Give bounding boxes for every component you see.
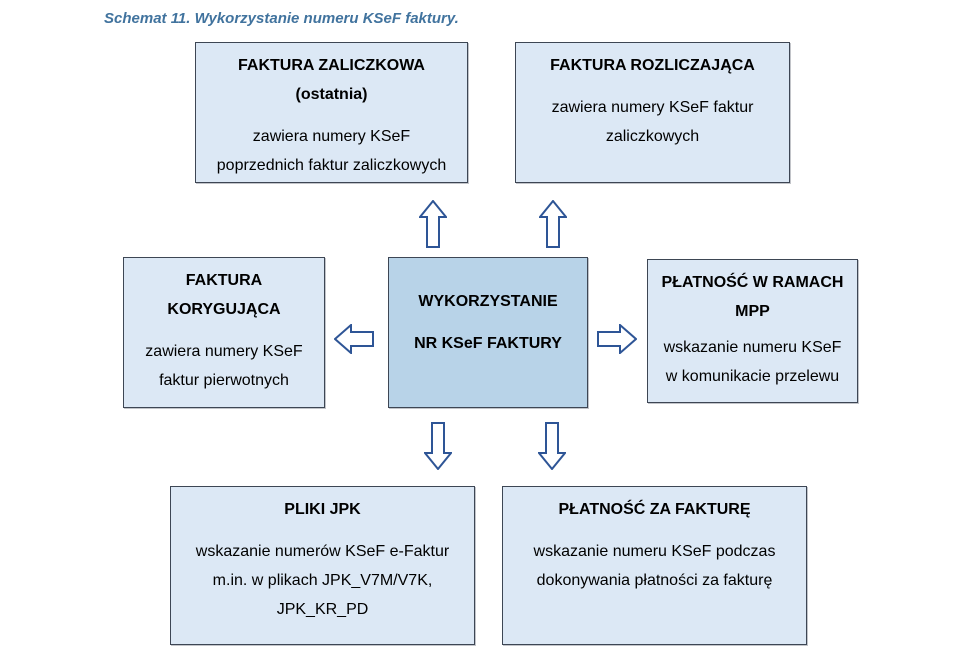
box-body-line: w komunikacie przelewu — [665, 368, 840, 385]
box-body: wskazanie numeru KSeF w komunikacie prze… — [648, 333, 857, 391]
box-heading-line: PLIKI JPK — [284, 501, 361, 518]
box-heading-line: FAKTURA ROZLICZAJĄCA — [550, 57, 755, 74]
box-body-line: faktur pierwotnych — [159, 372, 289, 389]
box-heading-line: PŁATNOŚĆ ZA FAKTURĘ — [558, 501, 751, 518]
arrow-up-icon — [539, 200, 567, 248]
box-body: zawiera numery KSeF faktur zaliczkowych — [516, 93, 789, 151]
box-pliki-jpk: PLIKI JPK wskazanie numerów KSeF e-Faktu… — [170, 486, 475, 645]
box-faktura-rozliczajaca: FAKTURA ROZLICZAJĄCA zawiera numery KSeF… — [515, 42, 790, 183]
box-heading-line: NR KSeF FAKTURY — [414, 335, 562, 352]
diagram-caption: Schemat 11. Wykorzystanie numeru KSeF fa… — [104, 10, 459, 27]
box-body-line: dokonywania płatności za fakturę — [536, 572, 773, 589]
box-heading-line: WYKORZYSTANIE — [418, 293, 558, 310]
box-body-line: wskazanie numerów KSeF e-Faktur — [195, 543, 450, 560]
box-body: wskazanie numeru KSeF podczas dokonywani… — [503, 537, 806, 595]
box-body-line: poprzednich faktur zaliczkowych — [216, 157, 447, 174]
arrow-down-icon — [424, 422, 452, 470]
box-body-line: JPK_KR_PD — [276, 601, 369, 618]
box-heading-line: MPP — [735, 303, 770, 320]
arrow-down-icon — [538, 422, 566, 470]
box-body-line: wskazanie numeru KSeF — [663, 339, 842, 356]
box-faktura-korygujaca: FAKTURA KORYGUJĄCA zawiera numery KSeF f… — [123, 257, 325, 408]
box-heading-line: PŁATNOŚĆ W RAMACH — [661, 274, 844, 291]
box-heading-line: FAKTURA — [185, 272, 263, 289]
box-faktura-zaliczkowa: FAKTURA ZALICZKOWA (ostatnia) zawiera nu… — [195, 42, 468, 183]
box-wykorzystanie-nr-ksef: WYKORZYSTANIE NR KSeF FAKTURY — [388, 257, 588, 408]
box-heading-line: (ostatnia) — [295, 86, 368, 103]
box-platnosc-w-ramach-mpp: PŁATNOŚĆ W RAMACH MPP wskazanie numeru K… — [647, 259, 858, 403]
box-heading-line: FAKTURA ZALICZKOWA — [238, 57, 425, 74]
box-body-line: zawiera numery KSeF faktur — [551, 99, 754, 116]
box-body-line: zawiera numery KSeF — [252, 128, 411, 145]
box-body-line: wskazanie numeru KSeF podczas — [533, 543, 776, 560]
box-body: wskazanie numerów KSeF e-Faktur m.in. w … — [171, 537, 474, 624]
arrow-left-icon — [334, 324, 374, 354]
arrow-up-icon — [419, 200, 447, 248]
box-body-line: zawiera numery KSeF — [145, 343, 303, 360]
box-body: zawiera numery KSeF poprzednich faktur z… — [196, 122, 467, 180]
arrow-right-icon — [597, 324, 637, 354]
box-body-line: zaliczkowych — [605, 128, 700, 145]
box-body: zawiera numery KSeF faktur pierwotnych — [124, 337, 324, 395]
box-platnosc-za-fakture: PŁATNOŚĆ ZA FAKTURĘ wskazanie numeru KSe… — [502, 486, 807, 645]
box-heading-line: KORYGUJĄCA — [167, 301, 281, 318]
box-body-line: m.in. w plikach JPK_V7M/V7K, — [212, 572, 433, 589]
